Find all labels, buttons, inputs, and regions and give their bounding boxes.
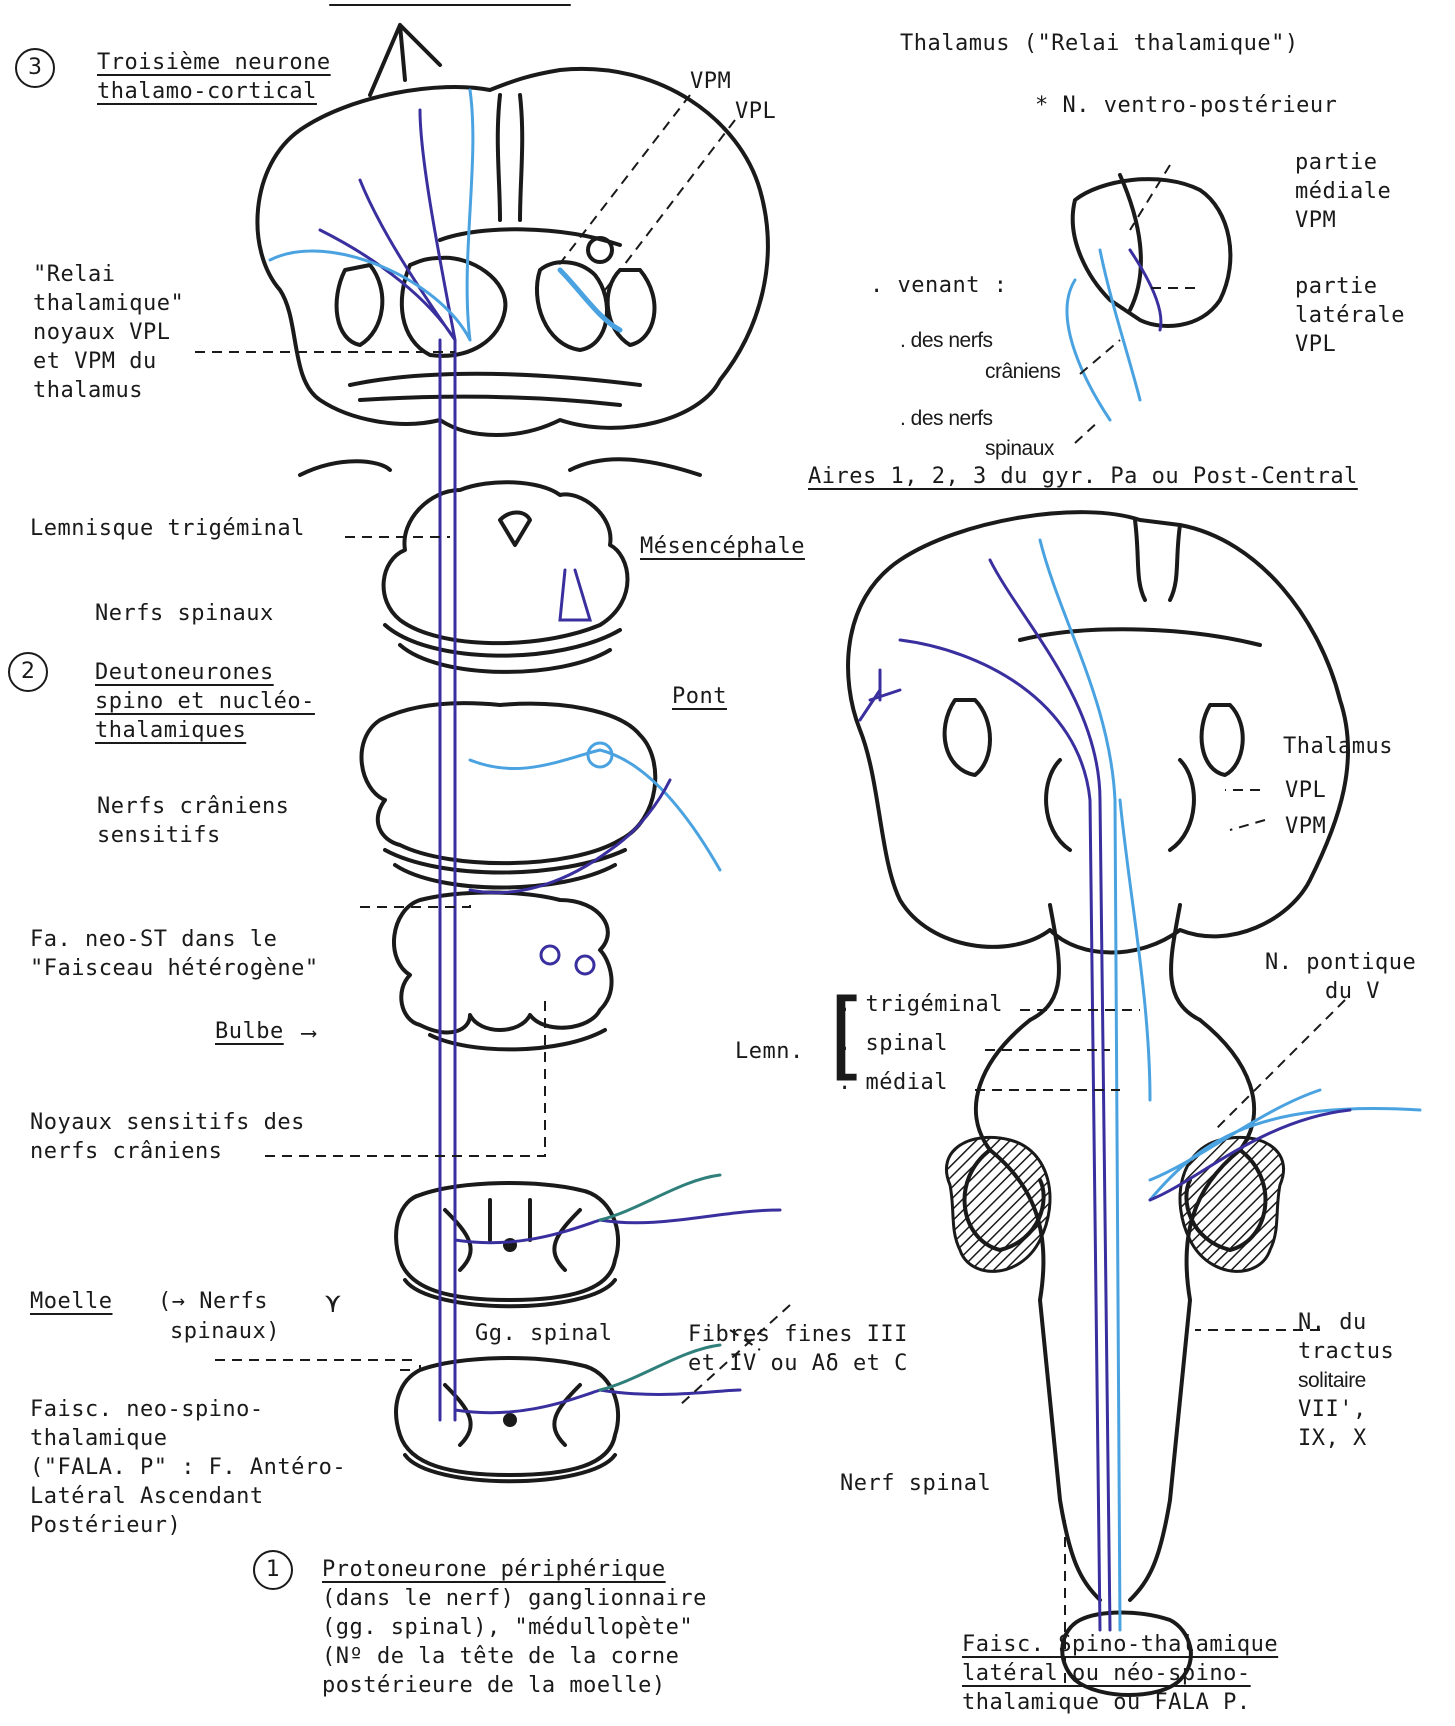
partie-mediale-line-2: médiale [1295, 177, 1391, 206]
faisc-neo-line-5: Postérieur) [30, 1511, 346, 1540]
mesencephale-label: Mésencéphale [640, 533, 805, 561]
vpm-top-label: VPM [690, 68, 731, 96]
proto-line-5: postérieure de la moelle) [322, 1671, 707, 1700]
vpl-right-label: VPL [1285, 777, 1326, 805]
fa-neo-line-1: Fa. neo-ST dans le [30, 925, 319, 954]
faisc-spino-thalamique-label: Faisc. Spino-thalamique latéral ou néo-s… [962, 1630, 1278, 1717]
fibres-line-1: Fibres fines III [688, 1320, 908, 1349]
fa-neo-line-2: "Faisceau hétérogène" [30, 954, 319, 983]
pont-label: Pont [672, 683, 727, 711]
deuto-line-2: spino et nucléo- [95, 687, 315, 716]
noyaux-line-2: nerfs crâniens [30, 1137, 305, 1166]
n-tractus-label: N. du tractus solitaire VII', IX, X [1298, 1308, 1394, 1453]
vpm-right-label: VPM [1285, 813, 1326, 841]
nerfs-craniens-sensitifs-label: Nerfs crâniens sensitifs [97, 792, 289, 850]
n-tractus-line-2: tractus [1298, 1337, 1394, 1366]
venant-label: . venant : [870, 272, 1007, 300]
relai-line-4: et VPM du [33, 347, 184, 376]
noyaux-line-1: Noyaux sensitifs des [30, 1108, 305, 1137]
lemnisque-trigeminal-label: Lemnisque trigéminal [30, 515, 305, 543]
fa-neo-st-label: Fa. neo-ST dans le "Faisceau hétérogène" [30, 925, 319, 983]
faisc-neo-spino-label: Faisc. neo-spino- thalamique ("FALA. P" … [30, 1395, 346, 1540]
noyaux-sensitifs-label: Noyaux sensitifs des nerfs crâniens [30, 1108, 305, 1166]
faisc-neo-line-1: Faisc. neo-spino- [30, 1395, 346, 1424]
partie-laterale-label: partie latérale VPL [1295, 272, 1405, 359]
third-neuron-line-2: thalamo-cortical [97, 77, 331, 106]
proto-line-3: (gg. spinal), "médullopète" [322, 1613, 707, 1642]
faisc-spino-line-3: thalamique ou FALA P. [962, 1688, 1278, 1717]
n-pontique-label: N. pontique du V [1265, 948, 1416, 1006]
nerfs-craniens-source-2: crâniens [985, 358, 1060, 386]
nerf-spinal-label: Nerf spinal [840, 1470, 991, 1498]
n-tractus-line-3: solitaire [1298, 1366, 1394, 1395]
faisc-spino-line-1: Faisc. Spino-thalamique [962, 1630, 1278, 1659]
third-neuron-label: Troisième neurone thalamo-cortical [97, 48, 331, 106]
moelle-nerfs-label: (→ Nerfs [158, 1288, 268, 1316]
partie-mediale-line-1: partie [1295, 148, 1391, 177]
step-2-marker: 2 [8, 652, 48, 692]
nerfs-craniens-source-1: . des nerfs [900, 327, 993, 355]
lemn-medial: . médial [838, 1068, 1003, 1097]
relai-line-3: noyaux VPL [33, 318, 184, 347]
moelle-section-1 [396, 1183, 618, 1306]
moelle-arrows: ⋎ [325, 1290, 341, 1318]
partie-laterale-line-1: partie [1295, 272, 1405, 301]
left-brain-section [257, 69, 767, 475]
nerfs-craniens-line-1: Nerfs crâniens [97, 792, 289, 821]
proto-line-4: (Nº de la tête de la corne [322, 1642, 707, 1671]
third-neuron-line-1: Troisième neurone [97, 48, 331, 77]
relai-thalamique-label: "Relai thalamique" noyaux VPL et VPM du … [33, 260, 184, 405]
n-pontique-line-1: N. pontique [1265, 948, 1416, 977]
ventro-posterior-label: * N. ventro-postérieur [1035, 92, 1337, 120]
proto-line-1: Protoneurone périphérique [322, 1555, 707, 1584]
n-tractus-line-5: IX, X [1298, 1424, 1394, 1453]
vpl-top-label: VPL [735, 98, 776, 126]
n-pontique-line-2: du V [1265, 977, 1416, 1006]
relai-line-2: thalamique" [33, 289, 184, 318]
proto-line-2: (dans le nerf) ganglionnaire [322, 1584, 707, 1613]
lemn-spinal: . spinal [838, 1029, 1003, 1058]
lemn-items: . trigéminal . spinal . médial [838, 990, 1003, 1097]
thalamus-right-label: Thalamus [1283, 733, 1393, 761]
step-1-marker: 1 [253, 1550, 293, 1590]
nerfs-spinaux-source-1: . des nerfs [900, 405, 993, 433]
aires-label: Aires 1, 2, 3 du gyr. Pa ou Post-Central [808, 463, 1358, 491]
thalamus-small [1073, 175, 1231, 326]
faisc-spino-line-2: latéral ou néo-spino- [962, 1659, 1278, 1688]
deutoneurones-label: Deutoneurones spino et nucléo- thalamiqu… [95, 658, 315, 745]
top-arrows [370, 25, 440, 95]
bulbe-label: Bulbe [215, 1018, 284, 1046]
deuto-line-3: thalamiques [95, 716, 315, 745]
partie-mediale-label: partie médiale VPM [1295, 148, 1391, 235]
bulbe-arrow: ⟶ [302, 1020, 316, 1048]
nerfs-spinaux-source-2: spinaux [985, 435, 1054, 463]
nerfs-spinaux-label: Nerfs spinaux [95, 600, 274, 628]
partie-laterale-line-3: VPL [1295, 330, 1405, 359]
moelle-spinaux-label: spinaux) [170, 1318, 280, 1346]
fibres-fines-label: Fibres fines III et IV ou Aδ et C [688, 1320, 908, 1378]
gg-spinal-label: Gg. spinal [475, 1320, 612, 1348]
faisc-neo-line-4: Latéral Ascendant [30, 1482, 346, 1511]
lemn-label: Lemn. [735, 1038, 804, 1066]
relai-line-5: thalamus [33, 376, 184, 405]
relai-line-1: "Relai [33, 260, 184, 289]
moelle-section-2 [396, 1358, 618, 1481]
lemn-trigeminal: . trigéminal [838, 990, 1003, 1019]
partie-laterale-line-2: latérale [1295, 301, 1405, 330]
partie-mediale-line-3: VPM [1295, 206, 1391, 235]
deuto-line-1: Deutoneurones [95, 658, 315, 687]
faisc-neo-line-3: ("FALA. P" : F. Antéro- [30, 1453, 346, 1482]
pont-section [361, 703, 655, 887]
moelle-label: Moelle [30, 1288, 112, 1316]
hatched-lobe-left [946, 1137, 1050, 1271]
faisc-neo-line-2: thalamique [30, 1424, 346, 1453]
thalamus-title: Thalamus ("Relai thalamique") [900, 30, 1299, 58]
mesencephale-section [384, 482, 628, 672]
nerfs-craniens-line-2: sensitifs [97, 821, 289, 850]
n-tractus-line-1: N. du [1298, 1308, 1394, 1337]
step-3-marker: 3 [15, 48, 55, 88]
fibres-line-2: et IV ou Aδ et C [688, 1349, 908, 1378]
n-tractus-line-4: VII', [1298, 1395, 1394, 1424]
protoneurone-label: Protoneurone périphérique (dans le nerf)… [322, 1555, 707, 1700]
